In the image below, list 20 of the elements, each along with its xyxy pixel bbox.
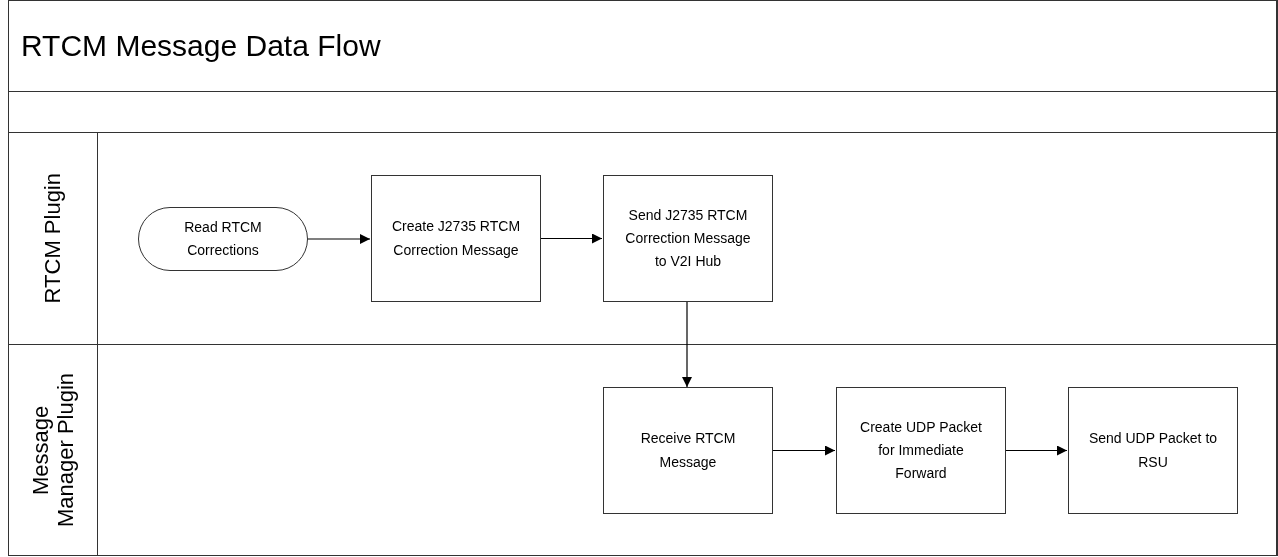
step-label: Send UDP Packet to RSU [1087, 429, 1219, 472]
diagram-title: RTCM Message Data Flow [21, 29, 381, 63]
process-box [603, 387, 773, 514]
arrow [682, 301, 692, 388]
arrow [306, 234, 371, 244]
process-box [603, 175, 773, 302]
lane-title: Message Manager Plugin [27, 371, 79, 530]
step-label: Create J2735 RTCM Correction Message [390, 217, 522, 260]
process-box [836, 387, 1006, 514]
step-label: Send J2735 RTCM Correction Message to V2I Hub [624, 205, 752, 272]
swimlane [8, 132, 1278, 345]
process-box [371, 175, 541, 302]
step-label: Create UDP Packet for Immediate Forward [859, 417, 983, 484]
arrow [771, 445, 836, 456]
arrow [539, 233, 603, 244]
process-box [1068, 387, 1238, 514]
arrow [1004, 445, 1068, 456]
lane-title: RTCM Plugin [40, 172, 66, 304]
step-label: Receive RTCM Message [639, 429, 737, 472]
step-label: Read RTCM Corrections [183, 217, 263, 260]
